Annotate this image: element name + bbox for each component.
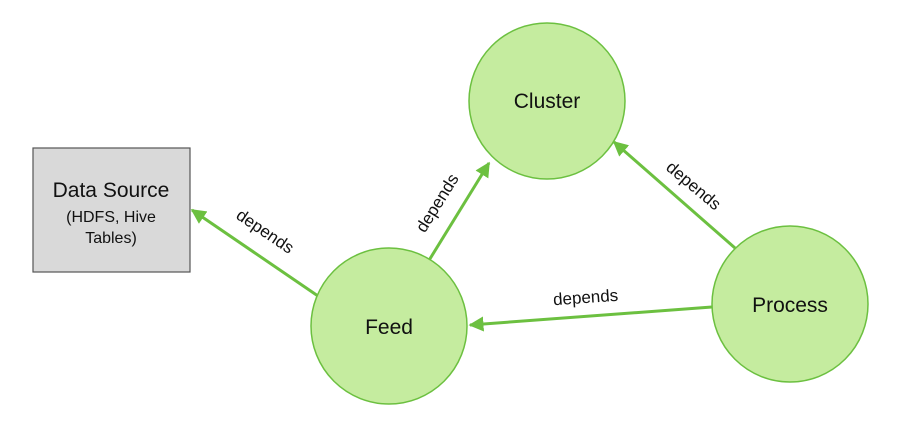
feed-label: Feed: [365, 316, 413, 339]
data-source-node: Data Source (HDFS, Hive Tables): [32, 147, 191, 273]
process-label: Process: [752, 294, 828, 317]
cluster-circle: [468, 22, 626, 180]
edge-label-feed-to-cluster: depends: [412, 170, 463, 235]
edge-process-to-cluster: [612, 140, 736, 250]
cluster-node: Cluster: [468, 22, 626, 180]
edge-feed-to-cluster: [426, 161, 491, 263]
data-source-title: Data Source: [53, 179, 170, 202]
edge-process-to-feed: [468, 305, 713, 332]
process-circle: [711, 225, 869, 383]
cluster-label: Cluster: [514, 90, 581, 113]
feed-node: Feed: [310, 247, 468, 405]
data-source-box: [32, 147, 191, 273]
data-source-subtitle-line1: (HDFS, Hive: [66, 209, 156, 226]
edge-label-process-to-cluster: depends: [662, 158, 724, 214]
feed-circle: [310, 247, 468, 405]
data-source-subtitle-line2: Tables): [85, 230, 137, 247]
edge-label-process-to-feed: depends: [552, 286, 618, 310]
edge-feed-to-data-source: [190, 208, 319, 298]
process-node: Process: [711, 225, 869, 383]
edge-label-feed-to-data-source: depends: [233, 205, 298, 257]
